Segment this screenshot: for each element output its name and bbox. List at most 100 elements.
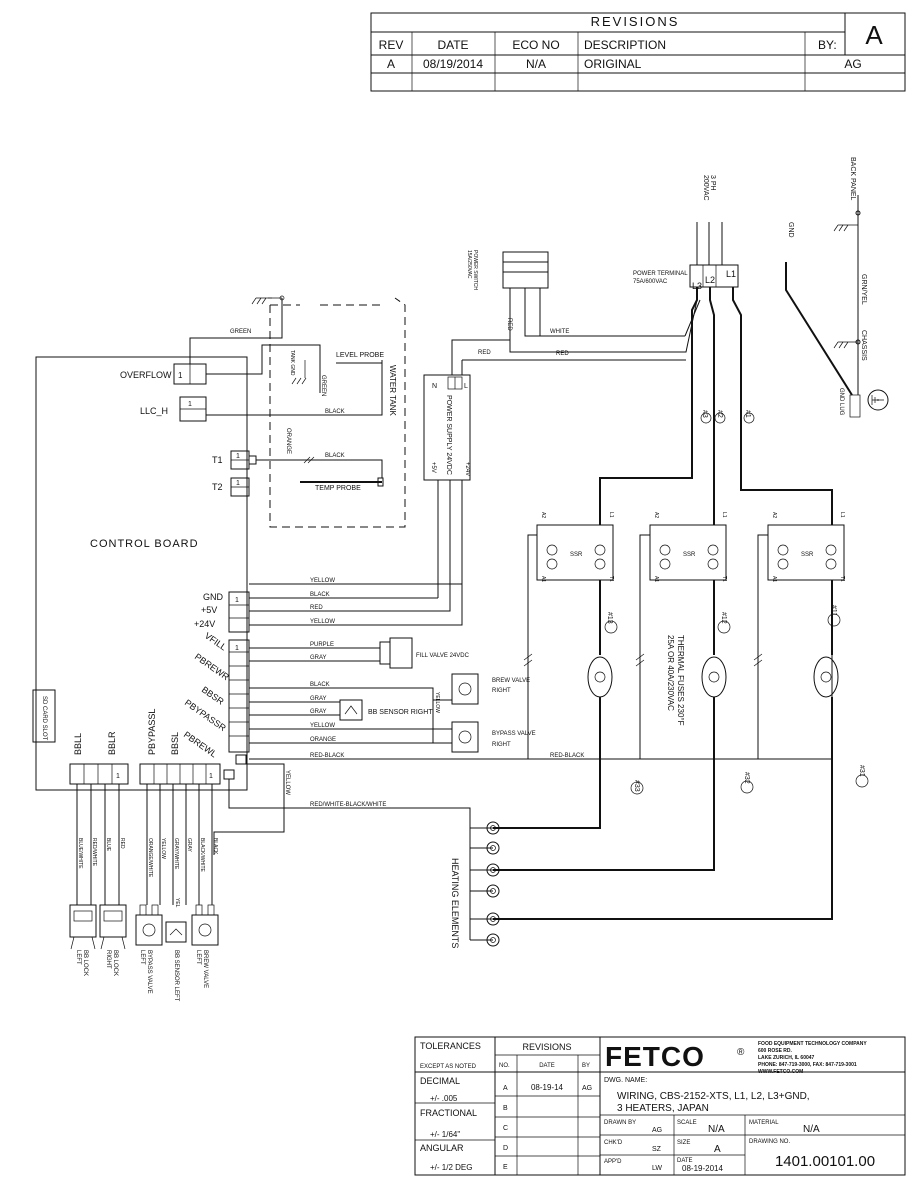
tb-col-no: NO.: [499, 1063, 510, 1069]
wire-number-11: #11: [830, 605, 837, 616]
bypass-valve-left: [135, 914, 163, 946]
row-description: ORIGINAL: [584, 57, 642, 71]
pin-one: 1: [235, 597, 239, 604]
wire-red-switch: RED: [506, 318, 512, 331]
thermal-fuses-1: THERMAL FUSES 230°F: [676, 635, 685, 726]
drawn-by-label: DRAWN BY: [604, 1120, 636, 1126]
wire-yellow-1: YELLOW: [310, 578, 335, 584]
connector-pbrewr-label: PBREWR: [193, 651, 232, 682]
connector-bbsr-label: BBSR: [200, 684, 226, 707]
wire-number-31: #31: [858, 765, 865, 777]
wire-red-black-2: RED-BLACK: [550, 753, 584, 759]
wire-red-black-1: RED-BLACK: [310, 753, 344, 759]
brew-valve-left-1: BREW VALVE: [202, 950, 208, 988]
dwg-name-label: DWG. NAME:: [604, 1077, 647, 1084]
drawing-no-value: 1401.00101.00: [775, 1153, 875, 1170]
wire-black-llc: BLACK: [325, 409, 345, 415]
left-harness: BLUE/WHITE RED/WHITE BLUE RED ORANGE/WHI…: [69, 784, 219, 1002]
connector-overflow-label: OVERFLOW: [120, 370, 172, 380]
bb-lock-right: [99, 904, 127, 938]
wire-yel: YEL: [174, 898, 180, 908]
brew-valve-left: [191, 914, 219, 946]
revision-letter: A: [865, 20, 883, 50]
row-rev: A: [387, 57, 395, 71]
drawing-no-label: DRAWING NO.: [749, 1139, 790, 1145]
wire-red-white-black-white: RED/WHITE-BLACK/WHITE: [310, 802, 386, 808]
row-by: AG: [844, 57, 861, 71]
grn-yel-label: GRN/YEL: [860, 274, 867, 305]
revisions-block: REVISIONS A REV DATE ECO NO DESCRIPTION …: [370, 12, 906, 92]
row-date: 08/19/2014: [423, 57, 483, 71]
decimal-label: DECIMAL: [420, 1076, 460, 1086]
pin-one: 1: [236, 480, 240, 487]
title-block: TOLERANCES EXCEPT AS NOTED DECIMAL +/- .…: [414, 1036, 906, 1176]
wire-red-1: RED: [310, 605, 323, 611]
connector-gnd-label: GND: [203, 592, 224, 602]
brew-valve-left-2: LEFT: [195, 950, 201, 965]
chassis-label: CHASSIS: [860, 330, 867, 361]
revisions-title: REVISIONS: [591, 14, 680, 29]
wire-black-h: BLACK: [212, 838, 218, 855]
wire-red-white: RED/WHITE: [91, 838, 97, 867]
appd-label: APP'D: [604, 1159, 622, 1165]
supply-phase: 3 PH: [709, 175, 716, 191]
bb-lock-left-1: BB LOCK: [82, 950, 88, 976]
wire-orange-tank: ORANGE: [285, 428, 291, 454]
connector-t2-label: T2: [212, 482, 223, 492]
ps-pin-l: L: [464, 383, 468, 390]
chkd-value: SZ: [652, 1146, 662, 1153]
fractional-label: FRACTIONAL: [420, 1108, 477, 1118]
ssr-2-t1: T1: [721, 576, 727, 582]
ssr-3-a1: A1: [771, 576, 777, 582]
col-by: BY:: [818, 38, 837, 52]
connector-bblr-label: BBLR: [107, 731, 117, 755]
company-line-2: 600 ROSE RD.: [758, 1048, 793, 1054]
bypass-valve-right: [451, 721, 479, 753]
company-line-3: LAKE ZURICH, IL 60047: [758, 1055, 815, 1061]
pin-one: 1: [188, 401, 192, 408]
pin-one: 1: [178, 371, 183, 380]
company-line-4: PHONE: 847-719-3000, FAX: 847-719-3001: [758, 1062, 857, 1068]
wire-orange-1: ORANGE: [310, 737, 336, 743]
date-label: DATE: [677, 1158, 693, 1164]
ssr-3-l1: L1: [839, 512, 845, 518]
tank-gnd-label: TANK GND: [289, 350, 295, 376]
except-as-noted: EXCEPT AS NOTED: [420, 1064, 477, 1070]
wire-gray-white: GRAY/WHITE: [173, 838, 179, 870]
control-board-label: CONTROL BOARD: [90, 538, 199, 550]
ssr-2-a1: A1: [653, 576, 659, 582]
level-probe-label: LEVEL PROBE: [336, 352, 384, 359]
col-date: DATE: [437, 38, 468, 52]
bb-sensor-left: [165, 921, 187, 943]
bypass-valve-right-2: RIGHT: [492, 742, 511, 748]
angular-value: +/- 1/2 DEG: [430, 1163, 472, 1172]
connector-llch-label: LLC_H: [140, 406, 168, 416]
tolerances-label: TOLERANCES: [420, 1041, 481, 1051]
ssr-3-label: SSR: [801, 552, 814, 558]
thermal-fuses-2: 25A OR 40A/230VAC: [666, 635, 675, 711]
ssr-3-t1: T1: [839, 576, 845, 582]
fill-valve-label: FILL VALVE 24VDC: [416, 653, 470, 659]
ps-pin-24v: +24V: [464, 462, 470, 476]
wire-gray-2: GRAY: [310, 696, 327, 702]
row-eco: N/A: [526, 57, 546, 71]
wire-green-tank: GREEN: [320, 375, 326, 396]
scale-value: N/A: [708, 1124, 725, 1135]
tb-rev-a-no: A: [503, 1085, 508, 1092]
supply-voltage: 200VAC: [702, 175, 709, 201]
gnd-label: GND: [787, 222, 794, 238]
terminal-l1: L1: [726, 269, 736, 279]
tb-rev-e-no: E: [503, 1164, 508, 1171]
ssr-1-a1: A1: [540, 576, 546, 582]
ps-pin-n: N: [432, 383, 437, 390]
ssr-2: [649, 524, 727, 581]
wire-blue-white: BLUE/WHITE: [77, 838, 83, 869]
power-switch-label: POWER SWITCH: [472, 250, 478, 290]
terminal-l2: L2: [705, 275, 715, 285]
terminal-l3: L3: [692, 281, 702, 291]
wire-yellow-4: YELLOW: [284, 770, 290, 795]
ssr-2-l1: L1: [721, 512, 727, 518]
decimal-value: +/- .005: [430, 1094, 458, 1103]
bb-lock-right-2: RIGHT: [105, 950, 111, 969]
